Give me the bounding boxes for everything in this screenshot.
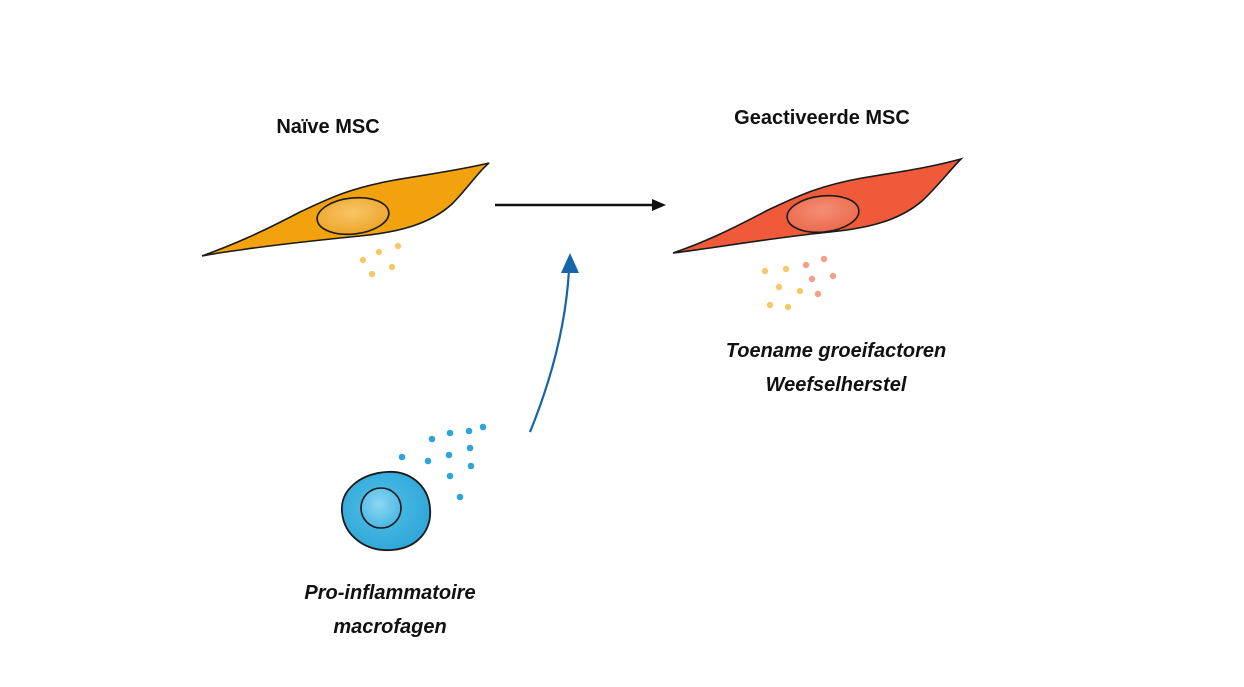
- secretion-dot: [388, 263, 396, 271]
- secretion-dot: [456, 493, 464, 501]
- activated-msc-cell: [672, 157, 964, 254]
- secretion-dot: [465, 427, 473, 435]
- secretion-dot: [368, 270, 376, 278]
- secretion-dot: [424, 457, 432, 465]
- macrophage-influence-arrow: [528, 253, 579, 433]
- secretion-dot: [428, 435, 436, 443]
- secretion-dot: [394, 242, 402, 250]
- secretion-dot: [814, 290, 822, 298]
- secretion-dot: [784, 303, 792, 311]
- naive-msc-secretion: [359, 242, 402, 278]
- secretion-dot: [802, 261, 810, 269]
- secretion-dot: [466, 444, 474, 452]
- macrophage-cell: [341, 471, 431, 551]
- caption-line-macrophages: macrofagen: [333, 616, 447, 638]
- macrophage-nucleus: [360, 487, 402, 529]
- caption-line-growth-factors: Toename groeifactoren: [725, 340, 947, 362]
- secretion-dot: [829, 272, 837, 280]
- secretion-dot: [398, 453, 406, 461]
- secretion-dot: [775, 283, 783, 291]
- secretion-dot: [761, 267, 769, 275]
- secretion-dot: [375, 248, 383, 256]
- secretion-dot: [359, 256, 367, 264]
- secretion-dot: [446, 429, 454, 437]
- caption-line-pro-inflammatory: Pro-inflammatoire: [304, 582, 476, 604]
- secretion-dot: [766, 301, 774, 309]
- naive-msc-title: Naïve MSC: [276, 116, 380, 138]
- activation-arrow: [495, 199, 666, 211]
- activated-msc-title: Geactiveerde MSC: [734, 107, 910, 129]
- naive-msc-nucleus: [316, 196, 390, 236]
- naive-msc-cell: [201, 162, 490, 257]
- activated-msc-nucleus: [786, 194, 860, 234]
- activated-msc-secretion: [761, 255, 837, 311]
- secretion-dot: [467, 462, 475, 470]
- secretion-dot: [782, 265, 790, 273]
- secretion-dot: [479, 423, 487, 431]
- secretion-dot: [796, 287, 804, 295]
- secretion-dot: [446, 472, 454, 480]
- activated-msc-caption: Toename groeifactoren Weefselherstel: [726, 334, 946, 402]
- secretion-dot: [808, 275, 816, 283]
- secretion-dot: [445, 451, 453, 459]
- macrophage-caption: Pro-inflammatoire macrofagen: [304, 576, 475, 644]
- caption-line-tissue-repair: Weefselherstel: [765, 374, 907, 396]
- secretion-dot: [820, 255, 828, 263]
- macrophage-secretion: [398, 423, 487, 501]
